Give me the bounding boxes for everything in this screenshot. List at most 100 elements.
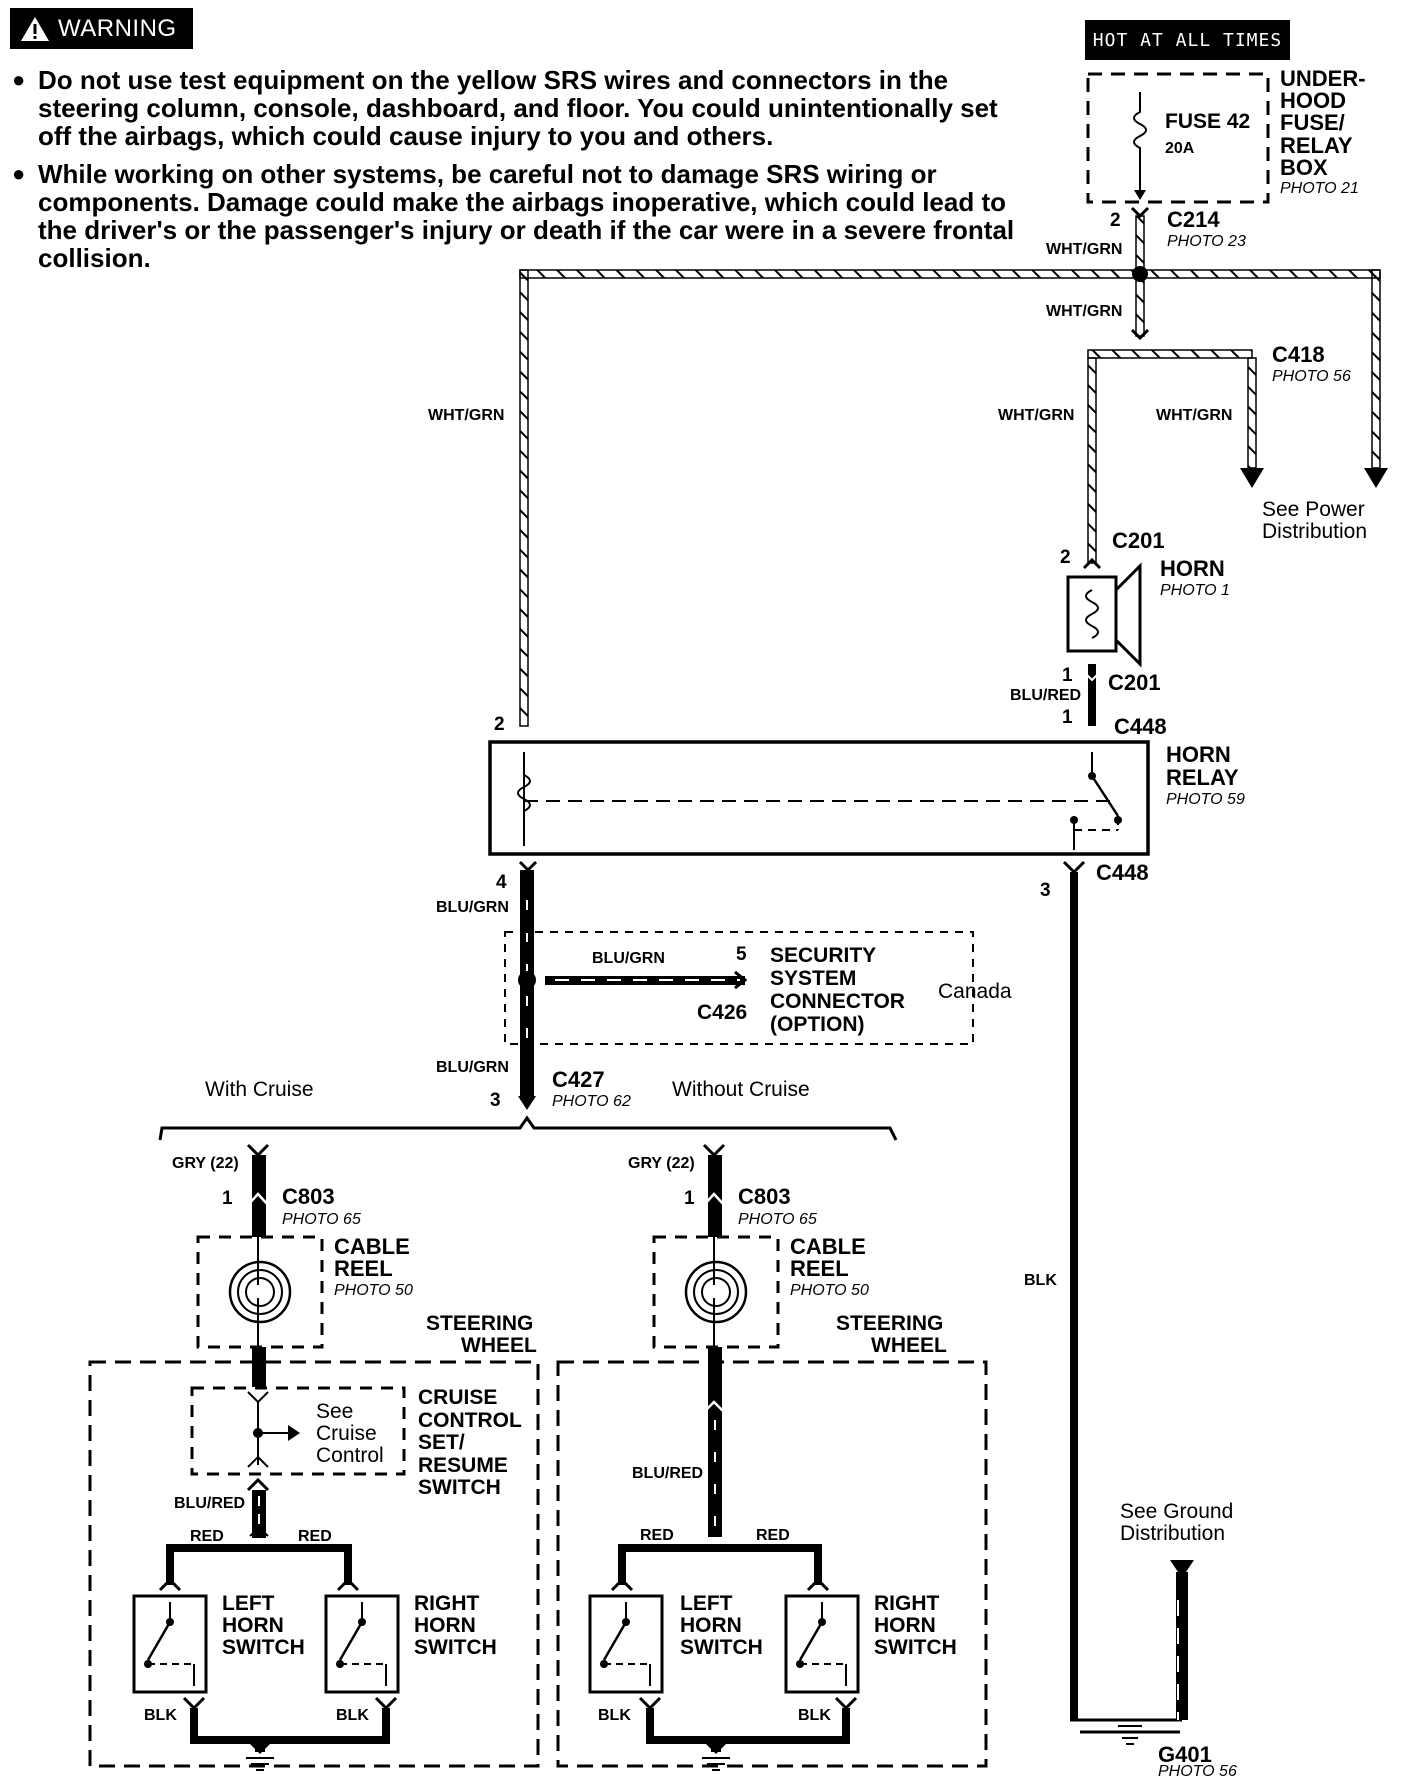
c803-right-pin: 1: [684, 1188, 695, 1209]
power-distribution-ref: See Power: [1262, 498, 1365, 521]
wire-label-red: RED: [756, 1527, 790, 1544]
steering-wheel-label: STEERING: [426, 1312, 533, 1335]
left-horn-switch-label: HORN: [222, 1614, 284, 1637]
horn-relay: HORN RELAY PHOTO 59: [488, 740, 1245, 856]
right-horn-switch-b: RIGHT HORN SWITCH: [784, 1592, 957, 1694]
c214-pin: 2: [1110, 210, 1121, 231]
c201-top-pin: 2: [1060, 547, 1071, 568]
splice-dot: [518, 971, 536, 989]
c418-photo: PHOTO 56: [1272, 368, 1351, 385]
cruise-switch-name: CRUISE: [418, 1386, 497, 1409]
bullet-icon: ●: [12, 67, 26, 92]
without-cruise-label: Without Cruise: [672, 1078, 810, 1101]
c803-left-photo: PHOTO 65: [282, 1211, 361, 1228]
g401-photo: PHOTO 56: [1158, 1763, 1237, 1778]
c803-right-name: C803: [738, 1184, 791, 1209]
c214-name: C214: [1167, 207, 1220, 232]
c201-top-name: C201: [1112, 528, 1165, 553]
c426-pin: 5: [736, 944, 747, 965]
security-system-connector: BLU/GRN 5 C426 SECURITY SYSTEM CONNECTOR…: [504, 931, 1012, 1045]
cable-reel-name: REEL: [334, 1256, 393, 1281]
blk-ground-wire: 3 C448 BLK See Ground Distribution G401 …: [1024, 860, 1237, 1778]
right-horn-switch-label: HORN: [414, 1614, 476, 1637]
c427-pin: 3: [490, 1090, 501, 1111]
warning-bullet-text: While working on other systems, be caref…: [38, 159, 1015, 273]
without-cruise-branch: GRY (22) 1 C803 PHOTO 65 CABLE REEL PHOT…: [556, 1143, 988, 1768]
warning-bullet: ● While working on other systems, be car…: [12, 160, 1022, 272]
cable-reel-name: REEL: [790, 1256, 849, 1281]
c448-top-pin: 1: [1062, 707, 1073, 728]
left-horn-switch-label: LEFT: [680, 1592, 733, 1615]
cable-reel-name: CABLE: [334, 1234, 410, 1259]
relay-coil-icon: [517, 774, 531, 812]
cable-reel-name: CABLE: [790, 1234, 866, 1259]
fuse-label: FUSE 42: [1165, 110, 1250, 133]
security-label: SECURITY: [770, 944, 876, 967]
steering-wheel-label: STEERING: [836, 1312, 943, 1335]
right-horn-switch-a: RIGHT HORN SWITCH: [324, 1592, 497, 1694]
c426-name: C426: [697, 1001, 747, 1024]
blu-grn-wire: 4 BLU/GRN BLU/GRN 3 C427 PHOTO 62: [436, 860, 631, 1111]
c803-left-name: C803: [282, 1184, 335, 1209]
fuse-box-photo: PHOTO 21: [1280, 180, 1359, 197]
horn-relay-photo: PHOTO 59: [1166, 791, 1245, 808]
security-label: SYSTEM: [770, 967, 856, 990]
wire-label-blu-red: BLU/RED: [632, 1465, 703, 1482]
fuse-rating: 20A: [1165, 140, 1195, 157]
wire-label-blk: BLK: [1024, 1272, 1057, 1289]
cable-reel-photo: PHOTO 50: [790, 1282, 869, 1299]
c427-name: C427: [552, 1067, 605, 1092]
cruise-branch-bracket: With Cruise Without Cruise: [158, 1078, 898, 1141]
left-horn-switch-label: LEFT: [222, 1592, 275, 1615]
security-label: (OPTION): [770, 1013, 865, 1036]
fuse-icon: [1133, 92, 1147, 196]
arrow-down-icon: [1364, 468, 1388, 488]
c427-photo: PHOTO 62: [552, 1093, 631, 1110]
power-distribution-ref: Distribution: [1262, 520, 1367, 543]
security-region: Canada: [938, 980, 1012, 1003]
right-horn-switch-label: SWITCH: [414, 1636, 497, 1659]
wire-label-wht-grn: WHT/GRN: [998, 407, 1074, 424]
warning-triangle-icon: [21, 16, 49, 41]
warning-bullets: ● Do not use test equipment on the yello…: [12, 66, 1022, 282]
left-horn-switch-label: SWITCH: [222, 1636, 305, 1659]
wire-label-blu-grn: BLU/GRN: [436, 899, 509, 916]
with-cruise-label: With Cruise: [205, 1078, 314, 1101]
cable-reel-photo: PHOTO 50: [334, 1282, 413, 1299]
see-cruise-control-ref: Control: [316, 1444, 384, 1467]
hot-at-all-times-label: HOT AT ALL TIMES: [1085, 20, 1290, 60]
wht-grn-wires: [519, 215, 1388, 727]
wire-label-red: RED: [640, 1527, 674, 1544]
with-cruise-branch: GRY (22) 1 C803 PHOTO 65 CABLE REEL PHOT…: [88, 1143, 540, 1768]
c201-bottom-name: C201: [1108, 670, 1161, 695]
fuse-box-name: BOX: [1280, 155, 1328, 180]
arrow-down-icon: [1240, 468, 1264, 488]
wire-label-blk: BLK: [798, 1707, 831, 1724]
right-horn-switch-label: RIGHT: [414, 1592, 480, 1615]
right-horn-switch-label: SWITCH: [874, 1636, 957, 1659]
wire-label-blk: BLK: [598, 1707, 631, 1724]
c803-left-pin: 1: [222, 1188, 233, 1209]
ground-distribution-ref: See Ground: [1120, 1500, 1233, 1523]
wire-label-blu-red: BLU/RED: [1010, 687, 1081, 704]
ground-distribution-ref: Distribution: [1120, 1522, 1225, 1545]
connector-c214: 2 C214 PHOTO 23: [1110, 206, 1246, 250]
fuse-box-name: FUSE/: [1280, 110, 1345, 135]
wire-label-blk: BLK: [336, 1707, 369, 1724]
wire-label-blu-grn: BLU/GRN: [436, 1059, 509, 1076]
horn-coil-icon: [1085, 589, 1099, 639]
underhood-fuse-box: FUSE 42 20A UNDER- HOOD FUSE/ RELAY BOX …: [1086, 66, 1366, 204]
wire-label-wht-grn: WHT/GRN: [1156, 407, 1232, 424]
warning-bullet-text: Do not use test equipment on the yellow …: [38, 65, 998, 151]
cable-reel-icon: [228, 1260, 292, 1324]
cruise-switch-name: SWITCH: [418, 1476, 501, 1499]
warning-label: WARNING: [58, 14, 177, 42]
wire-label-wht-grn: WHT/GRN: [428, 407, 504, 424]
switch-ground-b: BLK BLK: [598, 1696, 858, 1771]
wire-label-red: RED: [298, 1528, 332, 1545]
steering-wheel-label: WHEEL: [871, 1334, 947, 1357]
c448-bottom-pin: 3: [1040, 880, 1051, 901]
wire-label-wht-grn: WHT/GRN: [1046, 303, 1122, 320]
c448-top-name: C448: [1114, 714, 1167, 739]
